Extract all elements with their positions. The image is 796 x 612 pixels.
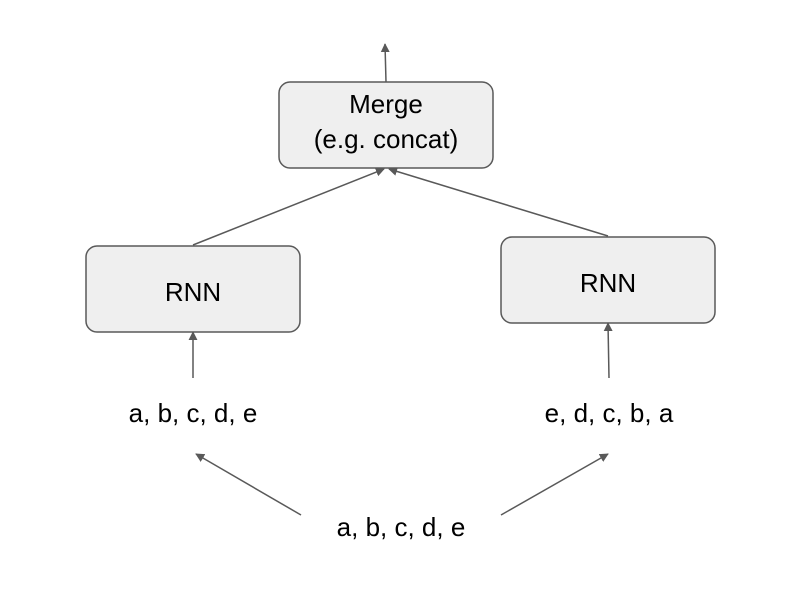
arrow-input-to-forward-seq — [195, 453, 302, 516]
arrow-input-to-reversed-seq — [500, 453, 609, 516]
sequence-forward-label: a, b, c, d, e — [129, 398, 258, 428]
merge-node: Merge (e.g. concat) — [278, 81, 494, 169]
rnn-left-node: RNN — [85, 245, 301, 333]
arrow-reversed-seq-to-right-rnn — [603, 322, 613, 379]
rnn-right-node: RNN — [500, 236, 716, 324]
arrow-left-rnn-to-merge — [192, 167, 385, 246]
merge-subtitle: (e.g. concat) — [314, 124, 459, 154]
arrow-right-rnn-to-merge — [388, 167, 609, 237]
rnn-right-label: RNN — [580, 268, 636, 298]
arrow-merge-output — [380, 43, 390, 83]
sequence-input-label: a, b, c, d, e — [337, 512, 466, 542]
rnn-left-label: RNN — [165, 277, 221, 307]
sequence-reversed-label: e, d, c, b, a — [545, 398, 674, 428]
merge-title: Merge — [349, 89, 423, 119]
